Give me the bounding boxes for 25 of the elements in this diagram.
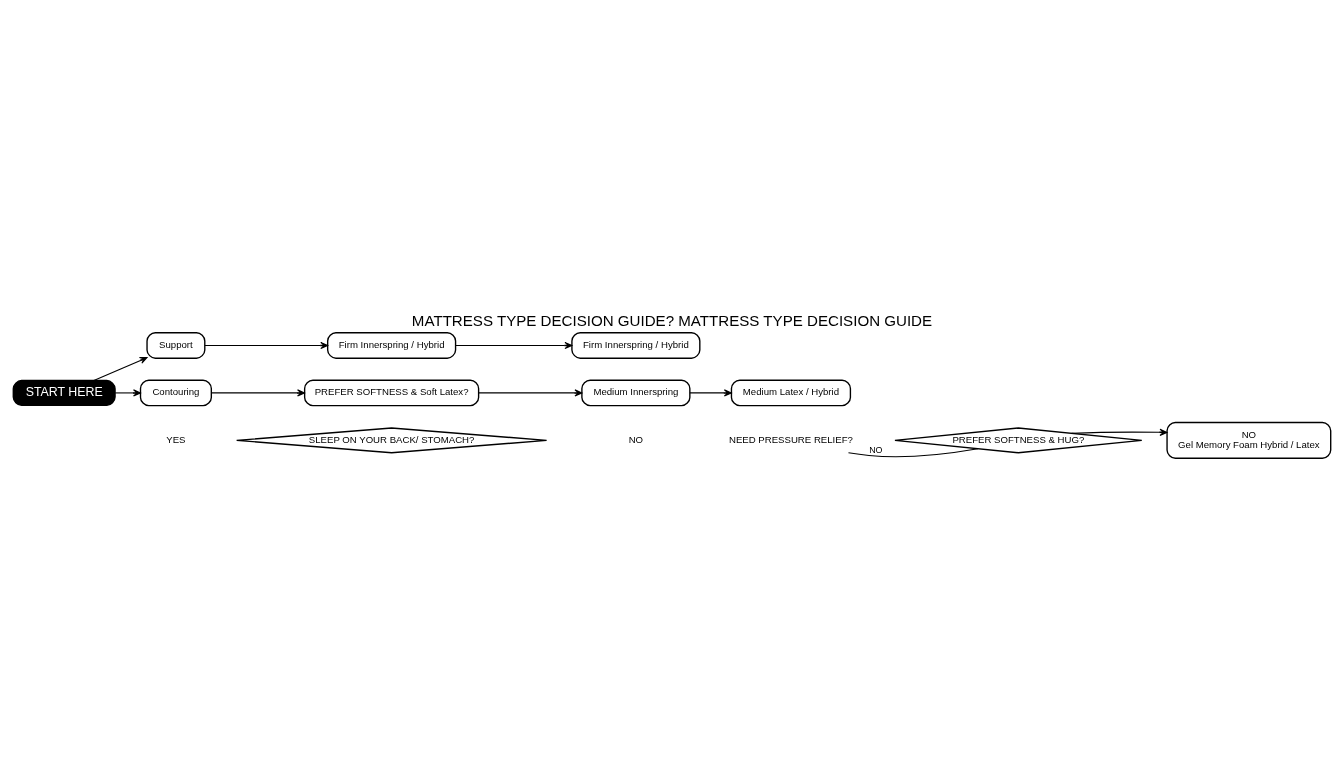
node-box: Support [146,331,206,359]
label: NO [628,433,644,445]
arrow [1071,428,1168,436]
node-box: Contouring [139,379,212,406]
edge-label: NO [869,444,883,455]
node-diamond: PREFER SOFTNESS & HUG? [894,426,1143,453]
arrow [689,388,732,397]
diagram-title: MATTRESS TYPE DECISION GUIDE? MATTRESS TYPE DECISION GUIDE [411,311,933,329]
node-box: Medium Innerspring [581,379,691,406]
connector [847,447,979,457]
arrow [478,388,583,397]
node-box: NO Gel Memory Foam Hybrid / Latex [1166,421,1332,459]
node-box: START HERE [12,379,116,406]
arrow [93,356,148,381]
arrow [204,341,329,349]
node-box: Medium Latex / Hybrid [730,379,852,406]
node-box: PREFER SOFTNESS & Soft Latex? [303,379,480,406]
arrow [114,388,141,397]
label: YES [166,433,186,445]
arrow [210,388,305,397]
node-text: NEED PRESSURE RELIEF? [728,433,853,445]
node-box: Firm Innerspring / Hybrid [571,331,701,359]
arrow [455,341,573,349]
node-diamond: SLEEP ON YOUR BACK/ STOMACH? [235,426,548,453]
node-box: Firm Innerspring / Hybrid [327,331,457,359]
